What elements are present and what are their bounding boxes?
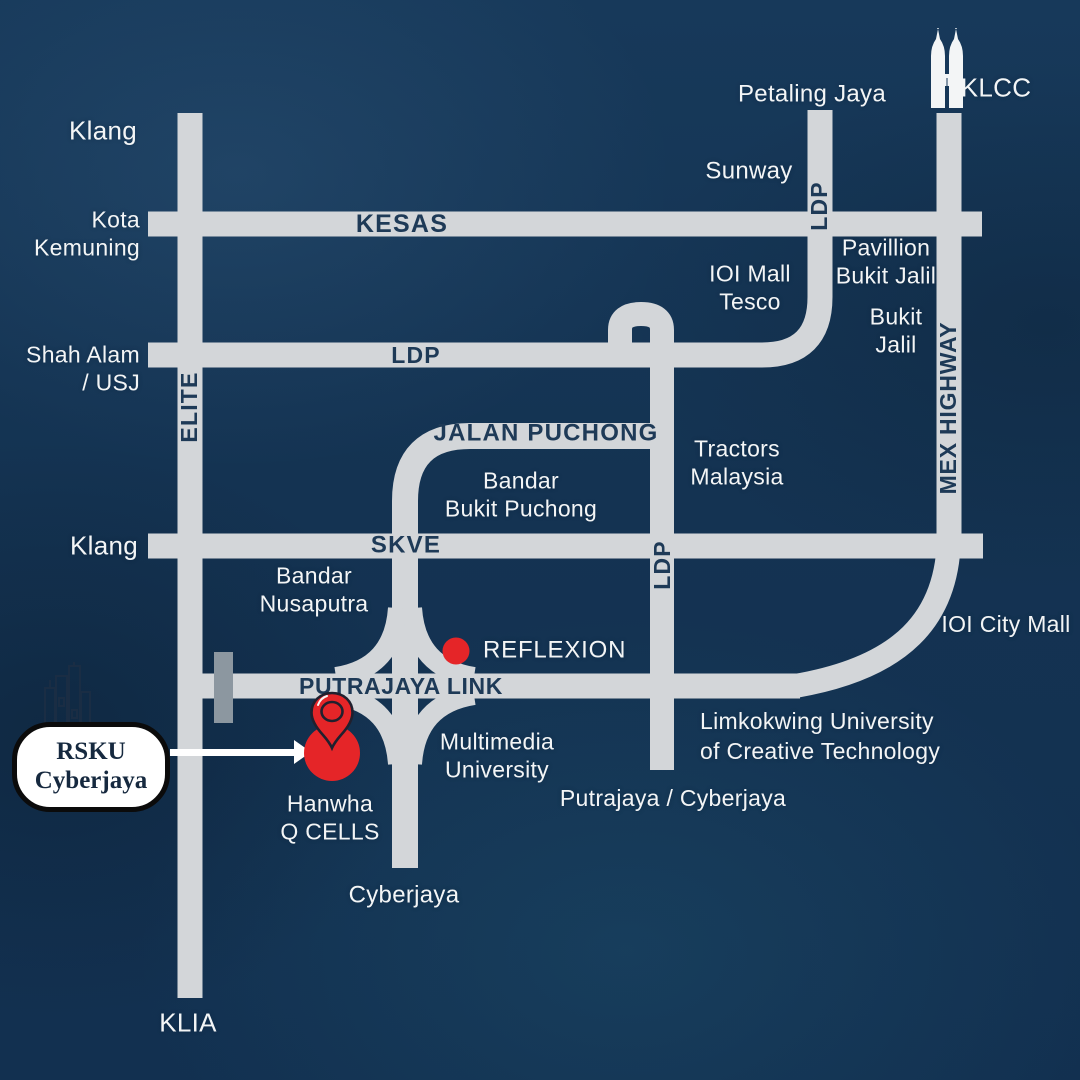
ramp-northwest xyxy=(334,607,408,687)
place-label-reflexion: REFLEXION xyxy=(483,636,627,664)
toll-booth-marker xyxy=(214,652,233,723)
ramp-northeast xyxy=(402,607,476,687)
road-label-jalan-puchong: JALAN PUCHONG xyxy=(433,419,659,447)
location-pin-icon xyxy=(304,691,360,781)
road-label-ldp-upper: LDP xyxy=(806,181,833,231)
place-label-klia: KLIA xyxy=(159,1007,217,1038)
reflexion-dot xyxy=(442,637,470,665)
ramp-southwest xyxy=(334,685,408,765)
place-label-limkokwing: Limkokwing University of Creative Techno… xyxy=(700,708,941,764)
road-ldp-branch xyxy=(608,301,674,770)
place-label-ioi-mall-tesco: IOI Mall Tesco xyxy=(709,260,791,314)
place-label-hanwha-qcells: Hanwha Q CELLS xyxy=(280,790,380,844)
place-label-multimedia-university: Multimedia University xyxy=(439,728,555,782)
road-label-elite: ELITE xyxy=(176,371,203,443)
road-jalan-puchong-cyberjaya xyxy=(392,423,674,868)
place-label-sunway: Sunway xyxy=(705,157,793,185)
klcc-towers-icon xyxy=(931,28,963,108)
road-label-mex-highway: MEX HIGHWAY xyxy=(935,321,962,495)
place-label-ioi-city-mall: IOI City Mall xyxy=(941,611,1071,638)
place-label-kota-kemuning: Kota Kemuning xyxy=(34,206,140,260)
road-label-kesas: KESAS xyxy=(355,210,449,238)
place-label-tractors-malaysia: Tractors Malaysia xyxy=(690,435,784,489)
callout-text: RSKU Cyberjaya xyxy=(34,738,148,794)
road-label-ldp-lower: LDP xyxy=(649,540,676,590)
place-label-klang-west: Klang xyxy=(70,530,138,561)
place-label-bandar-bukit-puchong: Bandar Bukit Puchong xyxy=(444,467,598,521)
road-mex-arc xyxy=(792,533,961,698)
place-label-petaling-jaya: Petaling Jaya xyxy=(738,80,886,108)
place-label-putrajaya-cyberjaya: Putrajaya / Cyberjaya xyxy=(559,785,787,812)
place-label-klang-north: Klang xyxy=(69,115,137,146)
place-label-bukit-jalil: Bukit Jalil xyxy=(869,303,923,357)
place-label-bandar-nusaputra: Bandar Nusaputra xyxy=(259,562,369,616)
place-label-shah-alam-usj: Shah Alam / USJ xyxy=(26,341,140,395)
road-label-ldp-horizontal: LDP xyxy=(391,342,441,369)
place-label-pavillion-bukit-jalil: Pavillion Bukit Jalil xyxy=(835,234,937,288)
ramp-southeast xyxy=(402,685,476,765)
road-ldp xyxy=(148,110,833,368)
road-label-skve: SKVE xyxy=(370,531,442,559)
place-label-klcc: KLCC xyxy=(960,72,1032,103)
arrow-pointer-line xyxy=(170,749,296,756)
rsku-cyberjaya-callout: RSKU Cyberjaya xyxy=(12,722,170,812)
place-label-cyberjaya: Cyberjaya xyxy=(348,881,460,909)
